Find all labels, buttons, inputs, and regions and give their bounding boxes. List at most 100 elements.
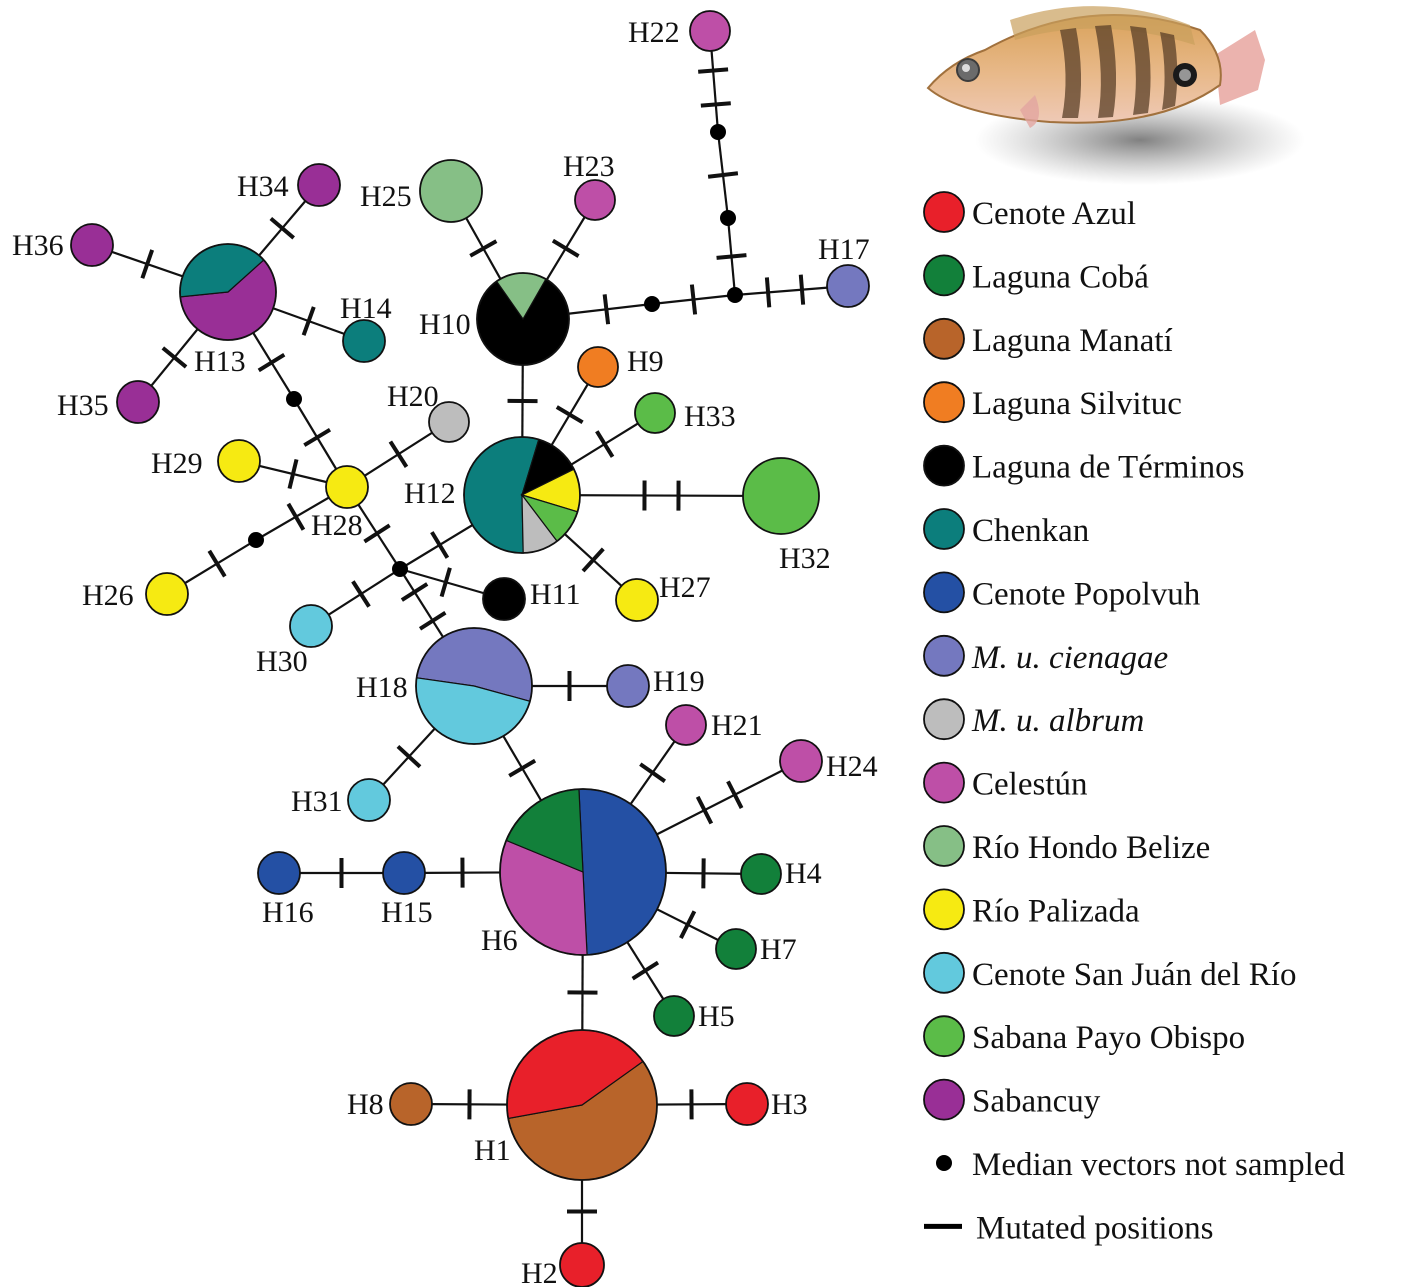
legend-swatch	[924, 572, 964, 612]
haplotype-node-h21	[666, 705, 706, 745]
haplotype-node-h28	[326, 466, 368, 508]
haplotype-node-h18	[416, 628, 532, 744]
median-vector-symbol	[936, 1155, 952, 1171]
haplotype-node-h25	[420, 160, 482, 222]
pie-slice	[654, 996, 694, 1036]
haplotype-label: H10	[419, 308, 471, 341]
haplotype-label: H14	[340, 292, 392, 325]
haplotype-node-h9	[578, 347, 618, 387]
haplotype-label: H2	[521, 1257, 558, 1287]
mutation-tick	[633, 963, 658, 979]
mutation-tick	[557, 407, 583, 422]
legend-item: Laguna Silvituc	[924, 382, 1182, 422]
haplotype-label: H20	[387, 380, 439, 413]
mutation-tick	[708, 173, 738, 176]
legend-swatch	[924, 826, 964, 866]
haplotype-label: H30	[256, 645, 308, 678]
haplotype-label: H12	[404, 477, 456, 510]
haplotype-node-h5	[654, 996, 694, 1036]
pie-slice	[298, 164, 340, 206]
mutation-tick	[304, 430, 330, 445]
legend-label: Sabancuy	[972, 1084, 1101, 1120]
legend-swatch	[924, 382, 964, 422]
pie-slice	[348, 779, 390, 821]
haplotype-label: H6	[481, 924, 518, 957]
haplotype-label: H36	[12, 229, 64, 262]
pie-slice	[635, 393, 675, 433]
haplotype-node-h29	[218, 440, 260, 482]
legend-swatch	[924, 699, 964, 739]
haplotype-node-h13	[180, 244, 276, 340]
legend-label: Laguna Manatí	[972, 323, 1173, 359]
mutation-tick	[402, 584, 427, 600]
haplotype-node-h11	[483, 578, 525, 620]
median-vector-node	[286, 391, 302, 407]
haplotype-node-h33	[635, 393, 675, 433]
legend-swatch	[924, 1080, 964, 1120]
pie-slice	[560, 1243, 604, 1287]
mutation-tick	[553, 241, 579, 257]
haplotype-node-h8	[390, 1083, 432, 1125]
mutation-tick	[698, 69, 728, 71]
legend-label: Río Palizada	[972, 893, 1140, 929]
haplotype-label: H24	[826, 750, 878, 783]
haplotype-label: H21	[711, 709, 763, 742]
pie-slice	[743, 458, 819, 534]
legend-label: Cenote San Juán del Río	[972, 957, 1296, 993]
median-vector-node	[392, 561, 408, 577]
mutation-tick	[605, 294, 608, 324]
haplotype-label: H16	[262, 896, 314, 929]
fish-illustration	[928, 6, 1305, 185]
legend-swatch	[924, 953, 964, 993]
haplotype-label: H27	[659, 571, 711, 604]
legend-item: Cenote San Juán del Río	[924, 953, 1296, 993]
pie-slice	[146, 573, 188, 615]
legend-item: Laguna Cobá	[924, 255, 1149, 295]
legend-label: Laguna de Términos	[972, 450, 1244, 486]
mutation-tick	[801, 275, 803, 305]
mutation-tick	[353, 581, 369, 606]
haplotype-node-h4	[741, 854, 781, 894]
haplotype-node-h6	[500, 789, 666, 955]
mutation-tick	[209, 551, 225, 577]
haplotype-label: H18	[356, 671, 408, 704]
haplotype-node-h15	[383, 852, 425, 894]
mutation-tick	[432, 532, 448, 558]
pie-slice	[616, 579, 658, 621]
haplotype-label: H28	[311, 509, 363, 542]
legend-label: Río Hondo Belize	[972, 830, 1210, 866]
haplotype-node-h32	[743, 458, 819, 534]
pie-slice	[218, 440, 260, 482]
haplotype-label: H35	[57, 389, 109, 422]
pie-slice	[383, 852, 425, 894]
legend-swatch	[924, 509, 964, 549]
haplotype-label: H15	[381, 896, 433, 929]
mutation-tick	[271, 218, 294, 237]
haplotype-node-h24	[780, 740, 822, 782]
pie-slice	[607, 665, 649, 707]
haplotype-label: H33	[684, 400, 736, 433]
legend-item: Río Hondo Belize	[924, 826, 1210, 866]
mutation-tick	[640, 764, 665, 781]
pie-slice	[575, 180, 615, 220]
haplotype-label: H29	[151, 447, 203, 480]
pie-slice	[390, 1083, 432, 1125]
pie-slice	[483, 578, 525, 620]
median-vector-node	[727, 287, 743, 303]
haplotype-label: H5	[698, 1000, 735, 1033]
legend-median-vector: Median vectors not sampled	[936, 1147, 1345, 1183]
legend-swatch	[924, 255, 964, 295]
median-vector-node	[710, 124, 726, 140]
haplotype-node-h1	[507, 1030, 657, 1180]
legend-label: Chenkan	[972, 513, 1089, 549]
haplotype-label: H19	[653, 665, 705, 698]
mutation-tick	[163, 348, 186, 367]
haplotype-label: H22	[628, 16, 680, 49]
legend-label: Cenote Popolvuh	[972, 576, 1201, 612]
legend-item: Cenote Popolvuh	[924, 572, 1201, 612]
legend-item: Río Palizada	[924, 889, 1140, 929]
legend-swatch	[924, 1016, 964, 1056]
haplotype-node-h7	[716, 929, 756, 969]
